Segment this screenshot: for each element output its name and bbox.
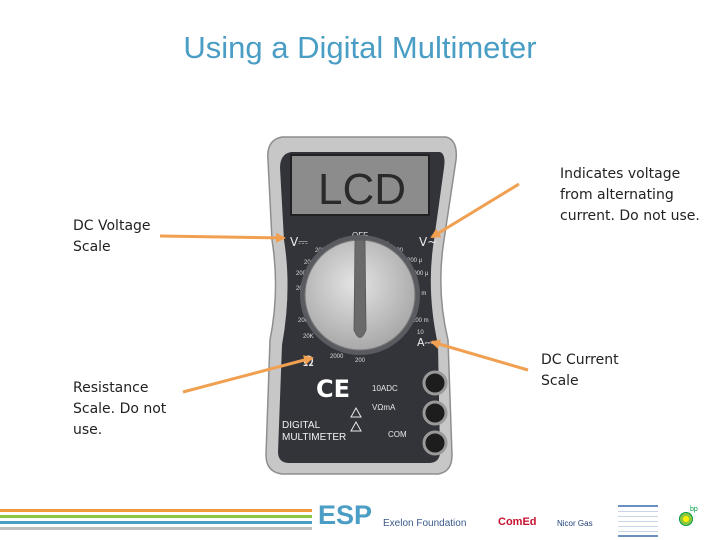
port-label-com: COM [388,430,407,439]
ohm-symbol: Ω [303,354,314,370]
port-com [424,432,446,454]
port-label-10adc: 10ADC [372,384,398,393]
dc-current-symbol: A⎓ [417,336,434,349]
port-label-vohma: VΩmA [372,403,396,412]
dial-pointer [354,240,366,338]
dial-scale-mark: 10 [417,330,424,336]
bp-logo: bp [690,506,698,513]
ce-mark: CE [316,375,350,403]
footer-stripe-blue [0,521,312,524]
nicor-gas-logo: Nicor Gas [557,519,593,528]
arrow-dc-voltage [160,236,284,238]
comed-logo: ComEd [498,516,537,528]
input-ports [424,372,446,454]
port-10a [424,372,446,394]
footer-stripe-gray [0,527,312,530]
partner-logo-icon [618,505,658,537]
port-vohm [424,402,446,424]
footer-stripe-green [0,515,312,518]
model-line-2: MULTIMETER [282,432,346,443]
dial-scale-mark: 2000 [330,354,344,360]
footer: ESP Exelon Foundation ComEd Nicor Gas bp [0,498,720,540]
footer-stripe-orange [0,509,312,512]
dial-scale-mark: 20K [303,334,314,340]
bp-helios-icon [679,512,693,526]
lcd-text: LCD [318,165,406,214]
exelon-logo: Exelon Foundation [383,518,466,529]
dc-voltage-symbol: V⎓ [290,235,308,249]
esp-logo: ESP [318,500,372,531]
dial-scale-mark: 200 [355,358,366,364]
model-line-1: DIGITAL [282,420,321,431]
